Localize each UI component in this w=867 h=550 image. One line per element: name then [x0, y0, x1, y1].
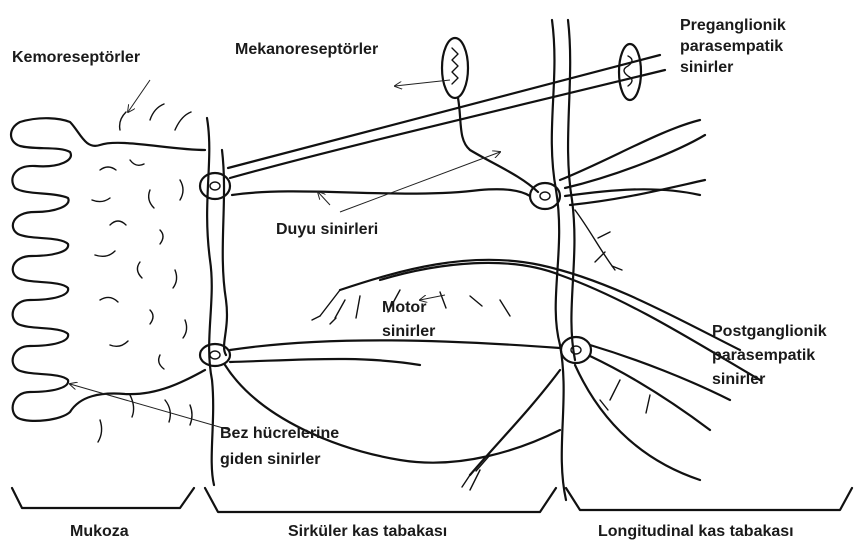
layer-label-mukoza: Mukoza: [70, 522, 129, 541]
label-duyu-sinirleri: Duyu sinirleri: [276, 220, 378, 239]
brace-mukoza: [12, 488, 194, 508]
myenteric-nerve-vertical-2: [568, 20, 575, 360]
duyu-nerve-fiber: [232, 189, 530, 196]
preganglionic-nerve-1: [560, 120, 700, 180]
mechanoreceptor-left: [442, 38, 538, 192]
lower-connecting-nerve: [230, 340, 560, 350]
myenteric-ganglion-upper: [530, 183, 560, 209]
upper-nerve-fiber-1: [228, 55, 660, 168]
lower-diagonal-nerve: [470, 370, 560, 475]
lower-connecting-nerve-2: [230, 359, 420, 365]
annotation-arrows: [70, 80, 500, 430]
label-bez-line1: Bez hücrelerine: [220, 424, 339, 443]
upper-branches: [575, 210, 622, 270]
gland-nerve: [225, 365, 560, 463]
label-preganglionik-line2: parasempatik: [680, 37, 783, 56]
mechanoreceptor-right: [619, 44, 641, 100]
mucosa-villi-outline: [11, 118, 205, 421]
label-preganglionik-line3: sinirler: [680, 58, 733, 77]
label-mekanoreseptorler: Mekanoreseptörler: [235, 40, 378, 59]
label-postganglionik-line2: parasempatik: [712, 346, 815, 365]
submucosal-ganglion-upper: [200, 173, 230, 199]
mucosa-texture: [92, 104, 192, 442]
submucosal-nerve-vertical-2: [222, 150, 227, 355]
label-bez-line2: giden sinirler: [220, 450, 320, 469]
brace-sirkuler: [205, 488, 556, 512]
label-postganglionik-line3: sinirler: [712, 370, 765, 389]
label-motor-line1: Motor: [382, 298, 426, 317]
label-preganglionik-line1: Preganglionik: [680, 16, 786, 35]
layer-label-sirkuler: Sirküler kas tabakası: [288, 522, 447, 541]
myenteric-nerve-vertical: [552, 20, 566, 500]
postganglionic-nerve-1: [590, 345, 730, 400]
label-kemoreseptorler: Kemoreseptörler: [12, 48, 140, 67]
myenteric-ganglion-lower: [561, 337, 591, 363]
brace-longitudinal: [566, 488, 852, 510]
label-motor-line2: sinirler: [382, 322, 435, 341]
preganglionic-nerve-2: [565, 135, 705, 188]
label-postganglionik-line1: Postganglionik: [712, 322, 827, 341]
layer-label-longitudinal: Longitudinal kas tabakası: [598, 522, 794, 541]
